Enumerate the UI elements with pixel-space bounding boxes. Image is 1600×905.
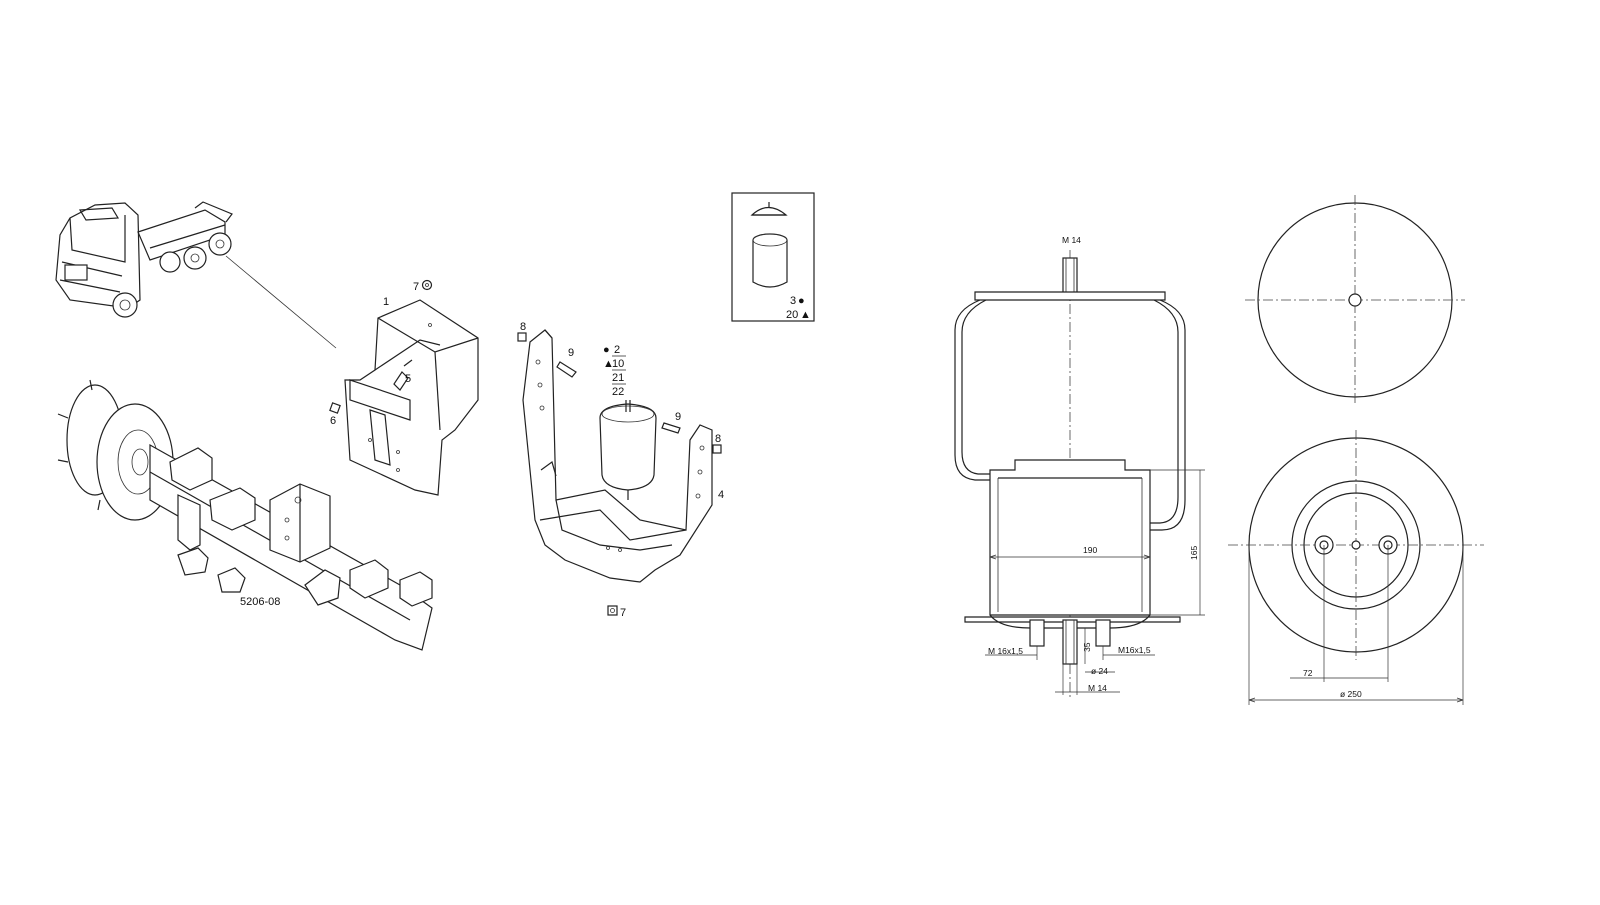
- lower-bracket: [522, 329, 713, 583]
- ref-triangle-symbol: ▲: [603, 358, 614, 370]
- dim-bottom-stud: M 14: [1088, 683, 1107, 693]
- callout-7-bottom: 7: [620, 607, 626, 619]
- nut-7-top: [421, 279, 433, 291]
- dim-stud-diameter: ø 24: [1091, 666, 1108, 676]
- upper-bracket: [344, 299, 479, 496]
- dim-right-thread: M16x1,5: [1118, 645, 1151, 655]
- dim-left-thread: M 16x1,5: [988, 646, 1023, 656]
- dim-hole-spacing: 72: [1303, 668, 1313, 678]
- callout-9-left: 9: [568, 347, 574, 359]
- callout-5: 5: [405, 373, 411, 385]
- nut-8-left: [517, 332, 527, 342]
- callout-6: 6: [330, 415, 336, 427]
- callout-7-top: 7: [413, 281, 419, 293]
- callout-8-left: 8: [520, 321, 526, 333]
- dim-height: 165: [1189, 546, 1199, 560]
- ref-22: 22: [612, 386, 624, 398]
- leader-line: [225, 255, 337, 349]
- dim-stud-length: 35: [1082, 642, 1092, 652]
- callout-1: 1: [383, 296, 389, 308]
- ref-10: 10: [612, 358, 624, 370]
- nut-6: [329, 402, 341, 414]
- inset-dot-symbol: ●: [798, 295, 805, 307]
- bolt-9-left: [556, 361, 577, 378]
- dim-outer-diameter: ø 250: [1340, 689, 1362, 699]
- nut-8-right: [712, 444, 722, 454]
- ref-2: 2: [614, 344, 620, 356]
- inset-ref-3: 3: [790, 295, 796, 307]
- air-bellow: [599, 400, 657, 500]
- bellow-bottom-view: [1228, 430, 1484, 705]
- dim-top-stud: M 14: [1062, 235, 1081, 245]
- axle-illustration: [57, 379, 433, 651]
- bolt-5: [393, 359, 413, 391]
- dim-width: 190: [1083, 545, 1097, 555]
- bellow-top-view: [1245, 195, 1465, 405]
- callout-4: 4: [718, 489, 724, 501]
- ref-dot-symbol: ●: [603, 344, 610, 356]
- inset-box: 3 ● 20 ▲: [731, 192, 815, 322]
- inset-ref-20: 20: [786, 309, 798, 321]
- bellow-side-view: [954, 250, 1205, 700]
- bolt-9-right: [661, 422, 681, 434]
- truck-illustration: [55, 201, 233, 318]
- callout-8-right: 8: [715, 433, 721, 445]
- inset-triangle-symbol: ▲: [800, 309, 811, 321]
- nut-7-bottom: [607, 605, 618, 616]
- bellow-reference-list: ● 2 ▲ 10 21 22: [603, 344, 626, 398]
- callout-9-right: 9: [675, 411, 681, 423]
- ref-21: 21: [612, 372, 624, 384]
- drawing-code: 5206-08: [240, 596, 280, 608]
